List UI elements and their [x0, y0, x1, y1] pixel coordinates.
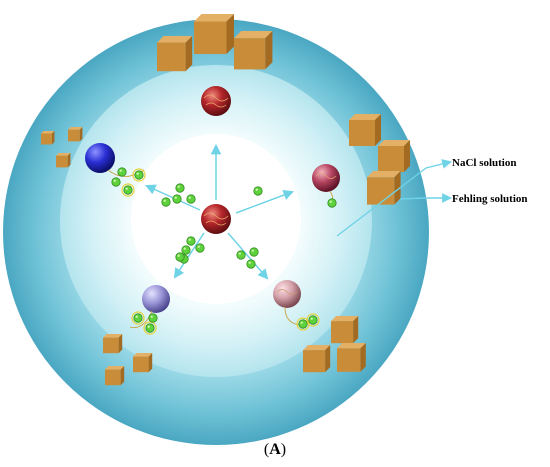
caption-letter: A: [269, 441, 281, 458]
nacl-pointer: [336, 159, 452, 237]
arrow-right: [235, 190, 294, 214]
arrow-down-left: [173, 232, 205, 279]
red-sphere-icon: [201, 86, 231, 116]
arrow-down-right: [227, 232, 269, 280]
blue-sphere-icon: [85, 143, 115, 173]
fehling-label: Fehling solution: [452, 193, 528, 205]
red-sphere-icon: [201, 204, 231, 234]
caption-close: ): [280, 441, 287, 458]
lavender-sphere-icon: [142, 285, 170, 313]
caption-open: (: [263, 441, 270, 458]
pink-sphere-icon: [273, 280, 301, 308]
fehling-pointer: [399, 193, 452, 203]
nacl-label: NaCl solution: [452, 157, 517, 169]
label-pointers: [336, 159, 452, 237]
figure-caption: (A): [0, 441, 550, 459]
green-dot-icon: [121, 168, 320, 335]
crimson-sphere-icon: [312, 164, 340, 192]
